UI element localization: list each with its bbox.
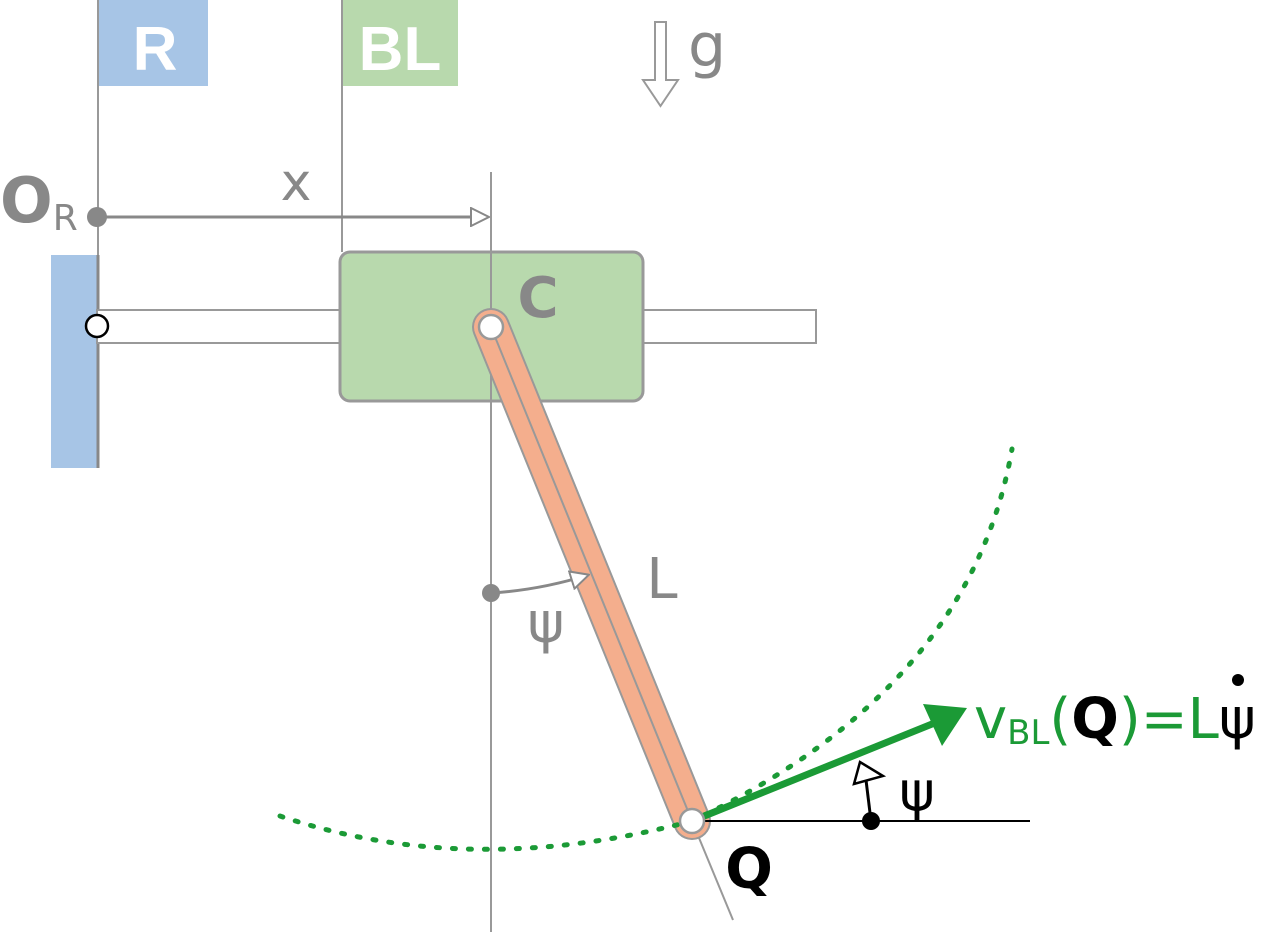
velocity-label-psi: ψ <box>1219 687 1256 752</box>
guide-rail-right <box>642 309 817 344</box>
origin-label: OR <box>0 164 78 239</box>
pivot-joint-c <box>477 313 505 341</box>
velocity-vector-line <box>690 716 944 825</box>
fixed-wall <box>51 255 98 468</box>
angle-q-label: ψ <box>899 760 935 823</box>
reference-frame-label: R <box>133 15 178 84</box>
gravity-arrow <box>641 21 680 108</box>
body-frame-label: BL <box>359 15 442 84</box>
rod-centerline <box>490 326 693 822</box>
velocity-label: vBL(Q)=Lψ <box>974 687 1256 753</box>
body-frame-tag <box>342 0 458 86</box>
x-coordinate-label: x <box>281 153 312 213</box>
rail-joint <box>84 313 110 339</box>
angle-q-arrow-stem <box>864 779 873 822</box>
angle-psi-arrow <box>490 575 588 595</box>
angle-psi-label: ψ <box>528 591 565 656</box>
guide-rail-left <box>96 309 343 344</box>
angle-q-arrow-head <box>852 760 887 786</box>
velocity-vector-head <box>923 704 967 746</box>
time-derivative-dot <box>1232 674 1244 686</box>
reference-frame-tag <box>98 0 208 86</box>
gravity-label: g <box>688 11 726 81</box>
rod-length-label: L <box>646 547 677 612</box>
slider-point-label: C <box>517 266 558 331</box>
endpoint-q-label: Q <box>725 837 773 902</box>
endpoint-q <box>678 807 706 835</box>
